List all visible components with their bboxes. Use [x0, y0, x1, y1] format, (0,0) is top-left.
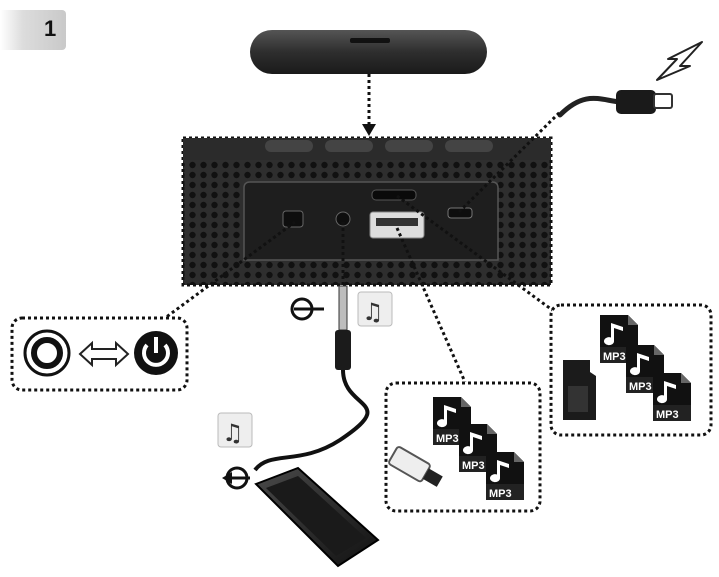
speaker-top-view: [250, 30, 487, 74]
usb-cable-icon: [557, 90, 673, 118]
arrow-head: [362, 124, 376, 136]
power-on-icon: [134, 331, 178, 375]
step-number: 1: [44, 16, 57, 41]
power-switch-callout: [10, 316, 189, 392]
mp3-file-icon: MP3: [459, 424, 497, 472]
svg-text:♫: ♫: [362, 298, 384, 326]
media-player-icon: [254, 466, 380, 568]
svg-text:MP3: MP3: [603, 351, 626, 363]
double-arrow-icon: [78, 340, 130, 368]
power-off-icon: [23, 329, 71, 377]
step-tab: [0, 10, 66, 50]
music-note-icon: ♫: [357, 291, 393, 327]
speaker-rear-panel: [181, 136, 553, 287]
micro-sd-card-icon: [563, 360, 596, 420]
usb-stick-icon: [388, 446, 443, 487]
music-note-icon: ♫: [217, 412, 253, 448]
mp3-file-icon: MP3: [433, 397, 471, 445]
svg-text:MP3: MP3: [629, 381, 652, 393]
svg-text:MP3: MP3: [462, 460, 485, 472]
sd-card-callout: MP3 MP3 MP3: [549, 303, 713, 437]
aux-cable: [253, 285, 370, 472]
power-switch-port: [282, 210, 304, 228]
svg-text:MP3: MP3: [656, 409, 679, 421]
leader-lines: [164, 74, 562, 383]
mp3-file-icon: MP3: [653, 373, 691, 421]
mp3-file-icon: MP3: [486, 452, 524, 500]
lightning-icon: [656, 41, 703, 81]
aux-icon: [290, 297, 324, 321]
svg-text:♫: ♫: [222, 419, 244, 447]
usb-callout: MP3 MP3 MP3: [384, 381, 542, 513]
svg-text:MP3: MP3: [489, 488, 512, 500]
mp3-file-icon: MP3: [626, 345, 664, 393]
mp3-file-icon: MP3: [600, 315, 638, 363]
aux-port: [335, 211, 351, 227]
sd-card-slot: [371, 189, 417, 201]
svg-text:MP3: MP3: [436, 433, 459, 445]
aux-icon: [222, 466, 250, 490]
